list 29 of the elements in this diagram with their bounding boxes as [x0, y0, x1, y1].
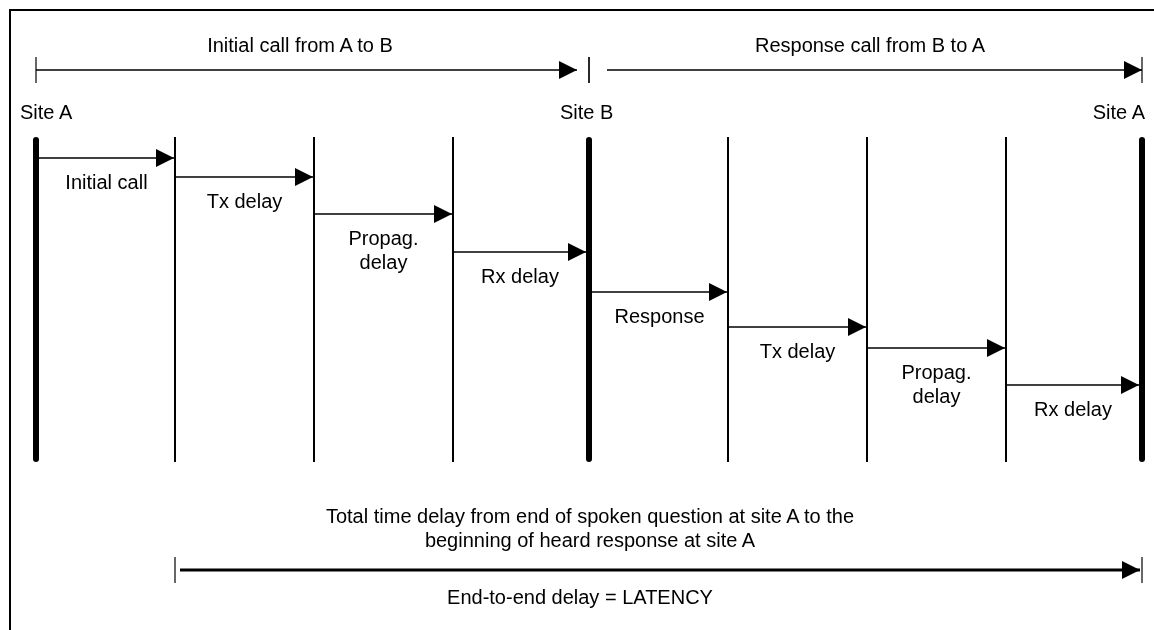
timeline-bar [452, 137, 454, 462]
arrow [1006, 376, 1140, 394]
arrow [175, 168, 314, 186]
site-label: Site A [1092, 100, 1145, 124]
timeline-bar [174, 137, 176, 462]
arrow [728, 318, 867, 336]
latency-label: End-to-end delay = LATENCY [446, 585, 714, 609]
edge-label: Rx delay [1033, 397, 1113, 421]
edge-label: Response [613, 304, 706, 328]
timeline-bar [866, 137, 868, 462]
site-label: Site B [560, 100, 614, 124]
edge-label: Tx delay [758, 339, 837, 363]
edge-label: Propag. delay [900, 360, 973, 408]
edge-label: Propag. delay [347, 226, 420, 274]
timeline-bar [313, 137, 315, 462]
arrow [453, 243, 587, 261]
edge-label: Initial call [64, 170, 149, 194]
dimension-label: Response call from B to A [753, 33, 987, 57]
dimension-label: Initial call from A to B [206, 33, 394, 57]
timeline-bar [727, 137, 729, 462]
arrow [314, 205, 453, 223]
arrow [867, 339, 1006, 357]
edge-label: Tx delay [205, 189, 284, 213]
arrow [591, 283, 728, 301]
arrow [38, 149, 175, 167]
timeline-bar [1005, 137, 1007, 462]
edge-label: Rx delay [480, 264, 560, 288]
note-text: Total time delay from end of spoken question at site A to the beginning of heard response at site A [324, 504, 856, 552]
site-label: Site A [20, 100, 73, 124]
